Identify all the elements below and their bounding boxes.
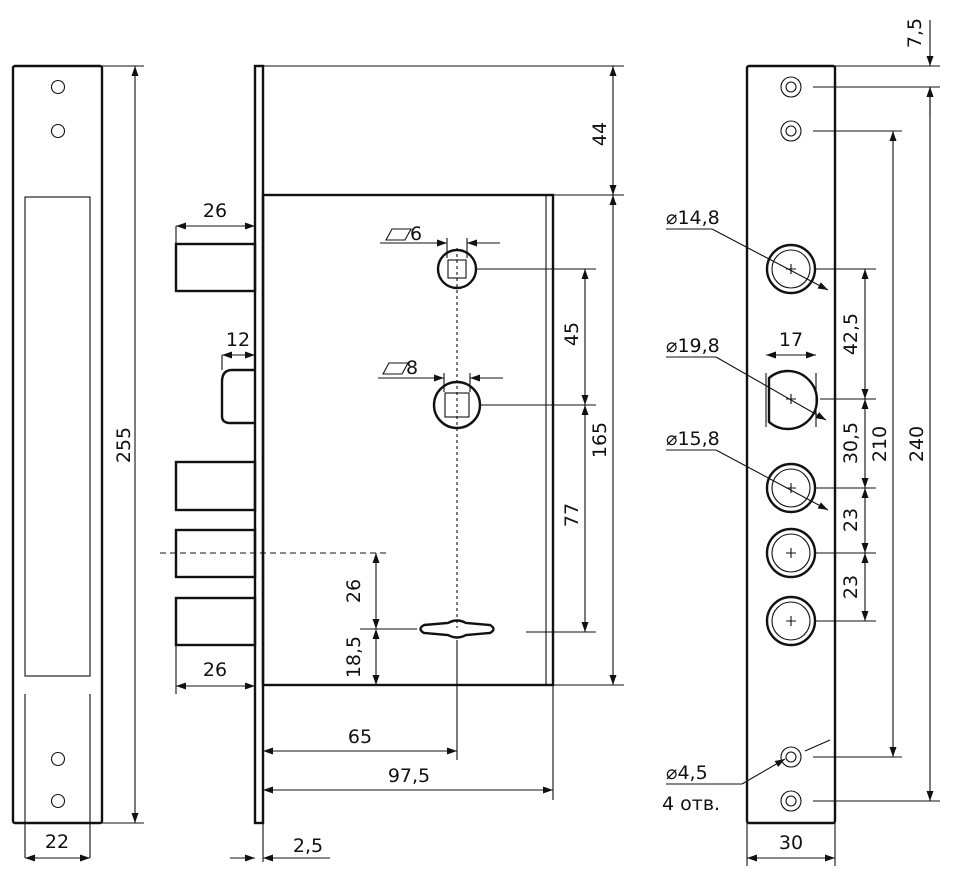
strike-plate-outline bbox=[745, 64, 837, 825]
faceplate-hole bbox=[50, 793, 66, 809]
mount-hole bbox=[780, 746, 802, 768]
bolt-bottom bbox=[174, 596, 257, 647]
dim-mount-spacing-inner: 210 bbox=[869, 426, 891, 462]
dim-bolt-to-key: 26 bbox=[343, 579, 365, 603]
dim-faceplate-height: 255 bbox=[113, 427, 135, 463]
faceplate-hole bbox=[50, 751, 66, 767]
dim-top-offset: 44 bbox=[589, 122, 611, 146]
dim-spindle-square-bottom: 8 bbox=[406, 357, 418, 379]
dim-faceplate-width: 22 bbox=[45, 831, 69, 853]
dim-mount-hole-dia: ⌀4,5 bbox=[666, 762, 708, 784]
dim-hole-dia-3: ⌀15,8 bbox=[666, 428, 720, 450]
dim-key-to-bottom: 18,5 bbox=[343, 636, 365, 678]
dim-hole-spacing-2: 30,5 bbox=[840, 422, 862, 464]
dim-body-width: 97,5 bbox=[388, 765, 430, 787]
dim-mount-hole-count: 4 отв. bbox=[662, 793, 720, 815]
lock-case bbox=[261, 193, 555, 687]
dim-spindle-square-top: 6 bbox=[410, 223, 422, 245]
faceplate-opening bbox=[24, 196, 91, 677]
dim-top-hole-offset: 7,5 bbox=[904, 18, 926, 48]
dim-backset: 65 bbox=[348, 726, 372, 748]
dim-spindle-spacing: 45 bbox=[561, 322, 583, 346]
faceplate-outline bbox=[11, 64, 104, 825]
dim-plate-thickness: 2,5 bbox=[293, 835, 323, 857]
bolt bbox=[174, 460, 257, 512]
faceplate-hole bbox=[50, 123, 66, 139]
cylinder-hole bbox=[767, 369, 819, 431]
dim-bolt-length-top: 26 bbox=[203, 200, 227, 222]
dimension-labels: 255 22 26 12 26 6 8 44 165 45 77 26 18,5… bbox=[45, 18, 928, 857]
dim-bolt-length-bottom: 26 bbox=[203, 659, 227, 681]
dim-spindle-to-key: 77 bbox=[561, 503, 583, 527]
lock-body-view bbox=[160, 64, 624, 862]
mount-hole bbox=[780, 76, 802, 98]
dim-hole-dia-1: ⌀14,8 bbox=[666, 207, 720, 229]
dim-hole-spacing-4: 23 bbox=[840, 575, 862, 599]
dim-strike-width: 30 bbox=[779, 832, 803, 854]
bolt-top bbox=[174, 242, 257, 293]
dim-cylinder-width: 17 bbox=[779, 329, 803, 351]
faceplate-hole bbox=[50, 79, 66, 95]
dim-hole-spacing-3: 23 bbox=[840, 508, 862, 532]
faceplate-view bbox=[11, 64, 144, 862]
front-plate bbox=[253, 64, 265, 825]
dim-hole-spacing-1: 42,5 bbox=[840, 313, 862, 355]
dim-latch-width: 12 bbox=[226, 329, 250, 351]
dim-hole-dia-2: ⌀19,8 bbox=[666, 335, 720, 357]
dim-mount-spacing-outer: 240 bbox=[906, 426, 928, 462]
keyhole bbox=[419, 619, 495, 639]
strike-plate-view bbox=[666, 20, 940, 866]
latch bbox=[220, 368, 255, 425]
dim-body-height: 165 bbox=[589, 422, 611, 458]
mount-hole bbox=[780, 120, 802, 142]
mount-hole bbox=[780, 790, 802, 812]
